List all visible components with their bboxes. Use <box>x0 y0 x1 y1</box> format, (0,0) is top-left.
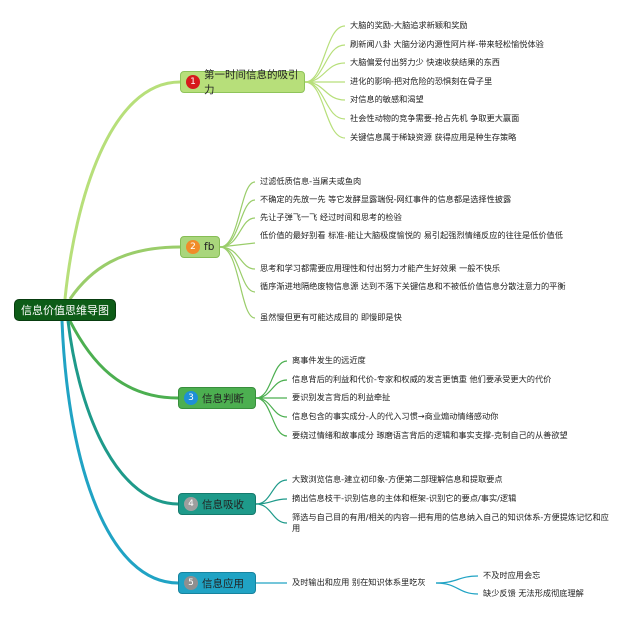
connector-root-branch-2 <box>68 245 181 300</box>
branch-node-4[interactable]: 4 信息吸收 <box>178 493 256 515</box>
branch-3-leaf-connectors <box>255 360 288 437</box>
leaf-5-1-2: 缺少反馈 无法形成彻底理解 <box>483 588 584 598</box>
leaf-1-3: 大脑偏爱付出努力少 快速收获结果的东西 <box>350 57 500 67</box>
branch-node-1[interactable]: 1 第一时间信息的吸引力 <box>180 69 305 96</box>
leaf-3-2: 信息背后的利益和代价-专家和权威的发言更慎重 他们要承受更大的代价 <box>292 374 552 384</box>
leaf-2-4: 低价值的最好别看 标准-能让大脑极度愉悦的 易引起强烈情绪反应的往往是低价值低 <box>260 230 563 240</box>
leaf-1-1: 大脑的奖励-大脑追求新颖和奖励 <box>350 20 468 30</box>
connector-root-branch-4 <box>66 320 179 506</box>
leaf-2-7: 虽然慢但更有可能达成目的 即慢即是快 <box>260 312 402 322</box>
branch-label: 第一时间信息的吸引力 <box>204 69 299 96</box>
branch-2-leaf-connectors <box>219 181 256 319</box>
leaf-1-4: 进化的影响-把对危险的恐惧刻在骨子里 <box>350 76 493 86</box>
number-badge: 3 <box>184 391 198 405</box>
leaf-2-5: 思考和学习都需要应用理性和付出努力才能产生好效果 一般不快乐 <box>260 263 501 273</box>
leaf-1-5: 对信息的敏感和渴望 <box>350 94 424 104</box>
leaf-1-2: 刷新闻八卦 大脑分泌内源性阿片样-带来轻松愉悦体验 <box>350 39 544 49</box>
branch-5-leaf-connectors <box>256 575 479 595</box>
leaf-2-1: 过滤低质信息-当屠夫或鱼肉 <box>260 176 362 186</box>
branch-label: 信息吸收 <box>202 498 244 511</box>
leaf-3-1: 离事件发生的远近度 <box>292 355 366 365</box>
connector-root-branch-3 <box>68 320 179 400</box>
leaf-3-5: 要绕过情绪和故事成分 琢磨语言背后的逻辑和事实支撑-克制自己的从善欲望 <box>292 430 568 440</box>
leaf-2-3: 先让子弹飞一飞 经过时间和思考的检验 <box>260 212 402 222</box>
branch-label: 信息判断 <box>202 392 244 405</box>
leaf-5-1-1: 不及时应用会忘 <box>483 570 541 580</box>
leaf-2-6: 循序渐进地隔绝废物信息源 达到不落下关键信息和不被低价值信息分散注意力的平衡 <box>260 281 566 291</box>
root-node[interactable]: 信息价值思维导图 <box>14 299 116 321</box>
number-badge: 2 <box>186 240 200 254</box>
connector-root-branch-1 <box>63 80 181 300</box>
number-badge: 1 <box>186 75 200 89</box>
leaf-4-3: 筛选与自己目的有用/相关的内容—把有用的信息纳入自己的知识体系-方便提炼记忆和应… <box>292 512 609 533</box>
leaf-1-6: 社会性动物的竞争需要-抢占先机 争取更大赢面 <box>350 113 520 123</box>
leaf-2-2: 不确定的先放一先 等它发酵显露端倪-网红事件的信息都是选择性披露 <box>260 194 512 204</box>
connector-root-branch-5 <box>60 320 179 585</box>
branch-1-leaf-connectors <box>304 25 346 139</box>
leaf-3-3: 要识别发言背后的利益牵扯 <box>292 392 391 402</box>
leaf-4-1: 大致浏览信息-建立初印象-方便第二部理解信息和提取要点 <box>292 474 503 484</box>
branch-node-5[interactable]: 5 信息应用 <box>178 572 256 594</box>
branch-node-2[interactable]: 2 fb <box>180 236 220 258</box>
leaf-4-2: 摘出信息枝干-识别信息的主体和框架-识别它的要点/事实/逻辑 <box>292 493 517 503</box>
number-badge: 4 <box>184 497 198 511</box>
leaf-5-1: 及时输出和应用 别在知识体系里吃灰 <box>292 577 426 587</box>
leaf-3-4: 信息包含的事实成分-人的代入习惯→商业煽动情绪感动你 <box>292 411 499 421</box>
branch-label: fb <box>204 241 215 253</box>
number-badge: 5 <box>184 576 198 590</box>
leaf-1-7: 关键信息属于稀缺资源 获得应用是种生存策略 <box>350 132 517 142</box>
branch-label: 信息应用 <box>202 577 244 590</box>
branch-4-leaf-connectors <box>255 479 288 524</box>
branch-node-3[interactable]: 3 信息判断 <box>178 387 256 409</box>
